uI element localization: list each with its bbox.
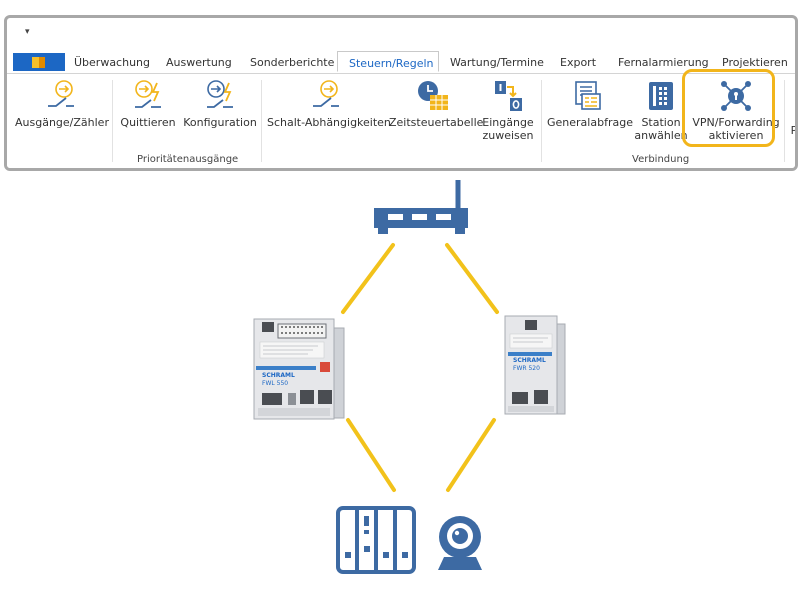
tab-ueberwachung[interactable]: Überwachung bbox=[74, 56, 151, 69]
device-right-brand: SCHRAML bbox=[513, 357, 546, 364]
configuration-icon bbox=[207, 80, 233, 108]
device-fwr-520: SCHRAML FWR 520 bbox=[504, 315, 566, 415]
device-fwl-550: SCHRAML FWL 550 bbox=[253, 318, 345, 420]
quittieren-label: Quittieren bbox=[120, 116, 176, 129]
acknowledge-icon bbox=[135, 80, 161, 108]
group-label-verbindung: Verbindung bbox=[632, 154, 690, 165]
webcam-icon bbox=[438, 516, 482, 570]
vpn-label-line2: aktivieren bbox=[708, 129, 764, 142]
nvr-storage-icon bbox=[336, 506, 416, 574]
ribbon-separator bbox=[112, 80, 113, 162]
eingaenge-label-line1: Eingänge bbox=[482, 116, 534, 129]
switch-output-icon bbox=[48, 80, 74, 107]
link-right-device-camera bbox=[446, 418, 496, 492]
vpn-label-line1: VPN/Forwarding bbox=[692, 116, 780, 129]
eingaenge-label-line2: zuweisen bbox=[482, 129, 534, 142]
cut-off-button[interactable]: P bbox=[789, 120, 798, 137]
router-icon bbox=[374, 180, 468, 234]
station-anwaehlen-button[interactable]: Station anwählen bbox=[633, 74, 689, 142]
vpn-highlight-frame bbox=[682, 69, 775, 147]
zeitsteuertabelle-button[interactable]: Zeitsteuertabelle bbox=[389, 74, 484, 129]
generalabfrage-button[interactable]: Generalabfrage bbox=[547, 74, 633, 129]
tab-steuern-regeln[interactable]: Steuern/Regeln bbox=[337, 51, 439, 72]
schalt-abhaengigkeiten-button[interactable]: Schalt-Abhängigkeiten bbox=[267, 74, 391, 129]
ribbon-separator bbox=[784, 80, 785, 162]
tab-projektieren[interactable]: Projektieren bbox=[722, 56, 788, 69]
schalt-abhaengigkeiten-label: Schalt-Abhängigkeiten bbox=[267, 116, 391, 129]
cut-off-label: P bbox=[790, 124, 798, 137]
app-window: ▾ Überwachung Auswertung Sonderberichte … bbox=[4, 15, 798, 171]
dial-station-icon bbox=[649, 82, 673, 110]
station-label-line2: anwählen bbox=[634, 129, 688, 142]
konfiguration-label: Konfiguration bbox=[183, 116, 257, 129]
ausgaenge-zaehler-label: Ausgänge/Zähler bbox=[15, 116, 109, 129]
tab-fernalarmierung[interactable]: Fernalarmierung bbox=[618, 56, 709, 69]
device-left-model: FWL 550 bbox=[262, 380, 288, 387]
switch-dependency-icon bbox=[313, 80, 339, 107]
clock-table-icon bbox=[418, 81, 448, 110]
tab-export[interactable]: Export bbox=[560, 56, 597, 69]
device-right-model: FWR 520 bbox=[513, 365, 540, 372]
eingaenge-zuweisen-button[interactable]: Eingänge zuweisen bbox=[479, 74, 537, 142]
vpn-network-icon bbox=[721, 81, 751, 111]
tab-sonderberichte[interactable]: Sonderberichte bbox=[250, 56, 335, 69]
link-left-device-nvr bbox=[346, 418, 396, 492]
link-router-left-device bbox=[341, 243, 395, 314]
tab-auswertung[interactable]: Auswertung bbox=[166, 56, 232, 69]
ribbon-tab-bar: Überwachung Auswertung Sonderberichte St… bbox=[7, 51, 795, 73]
vpn-forwarding-button[interactable]: VPN/Forwarding aktivieren bbox=[691, 74, 781, 142]
link-router-right-device bbox=[445, 243, 499, 314]
konfiguration-button[interactable]: Konfiguration bbox=[183, 74, 257, 129]
ausgaenge-zaehler-button[interactable]: Ausgänge/Zähler bbox=[15, 74, 109, 129]
ribbon-panel: Ausgänge/Zähler Quittieren Konfiguration bbox=[7, 73, 798, 168]
quittieren-button[interactable]: Quittieren bbox=[117, 74, 179, 129]
device-left-brand: SCHRAML bbox=[262, 372, 295, 379]
station-label-line1: Station bbox=[641, 116, 681, 129]
assign-inputs-icon bbox=[495, 81, 522, 111]
group-label-prioritaetenausgaenge: Prioritätenausgänge bbox=[137, 154, 239, 165]
quick-access-customize-icon[interactable]: ▾ bbox=[25, 27, 30, 37]
application-menu-button[interactable] bbox=[13, 53, 65, 71]
ribbon-separator bbox=[261, 80, 262, 162]
ribbon-separator bbox=[541, 80, 542, 162]
general-query-icon bbox=[575, 81, 601, 110]
generalabfrage-label: Generalabfrage bbox=[547, 116, 633, 129]
zeitsteuertabelle-label: Zeitsteuertabelle bbox=[389, 116, 484, 129]
tab-wartung-termine[interactable]: Wartung/Termine bbox=[450, 56, 544, 69]
app-logo-icon bbox=[32, 57, 45, 68]
